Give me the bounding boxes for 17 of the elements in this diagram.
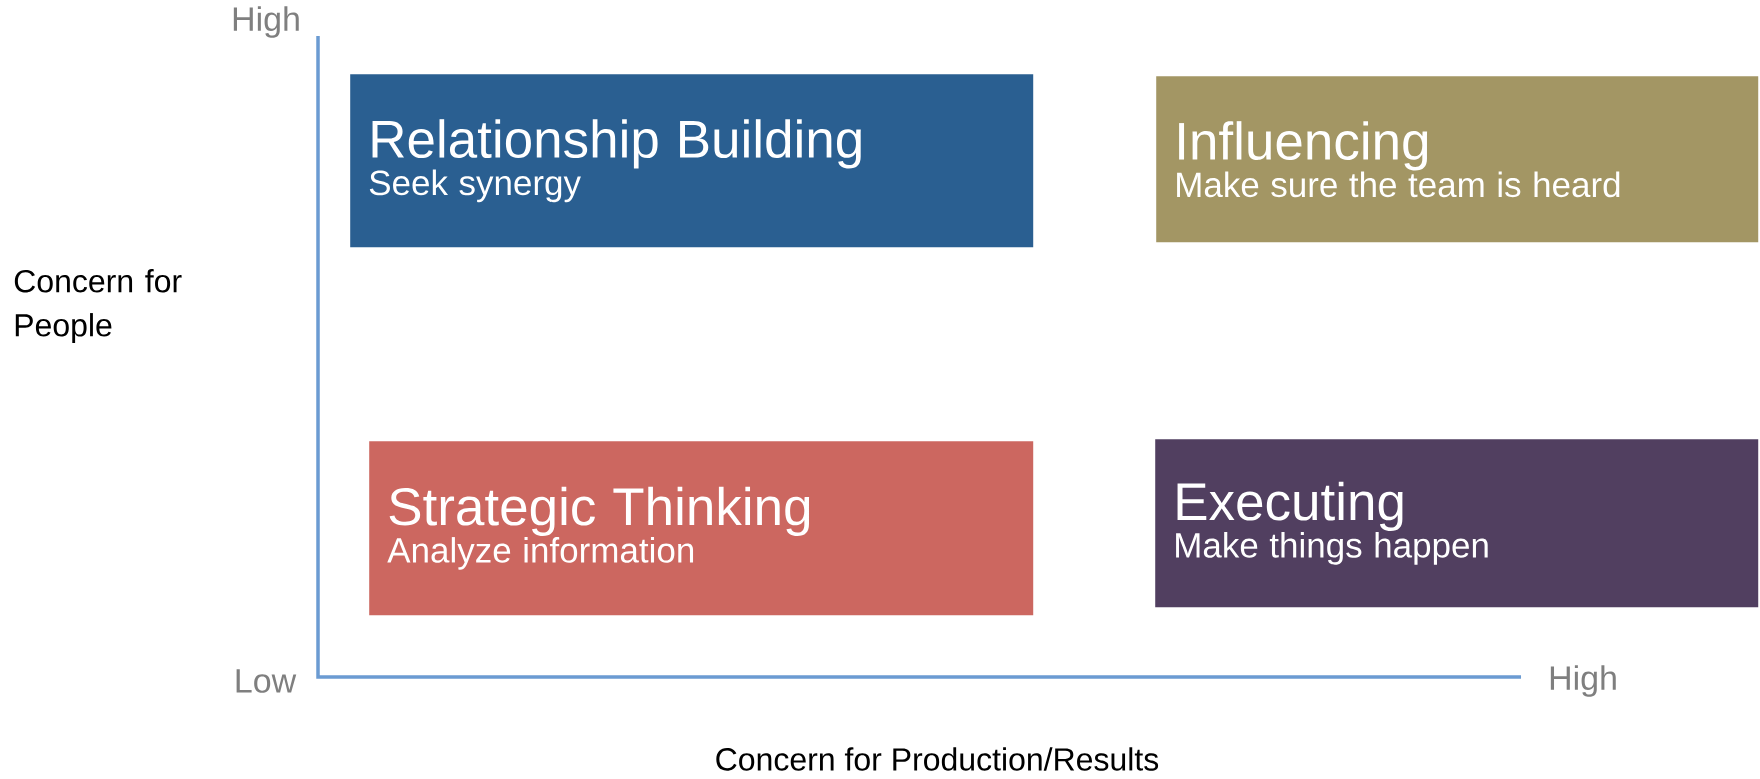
box-title: Relationship Building (372, 119, 861, 169)
box-subtitle: Seek synergy (369, 169, 581, 203)
box-title: Executing (1177, 481, 1403, 532)
category-box (369, 441, 1034, 616)
box-title: Influencing (1179, 121, 1428, 171)
category-box (1155, 439, 1759, 608)
box-title: Strategic Thinking (389, 486, 810, 537)
axis-title: Concern for People (14, 269, 182, 343)
axis-label: Low (236, 669, 297, 693)
axis-label: High (233, 6, 299, 38)
axis-title: Concern for Production/Results (716, 747, 1159, 771)
axis-label: High (1550, 665, 1616, 697)
box-subtitle: Analyze information (387, 537, 694, 570)
box-subtitle: Make things happen (1176, 532, 1488, 565)
category-box (350, 74, 1034, 248)
category-box (1156, 76, 1759, 243)
box-subtitle: Make sure the team is heard (1177, 171, 1620, 198)
